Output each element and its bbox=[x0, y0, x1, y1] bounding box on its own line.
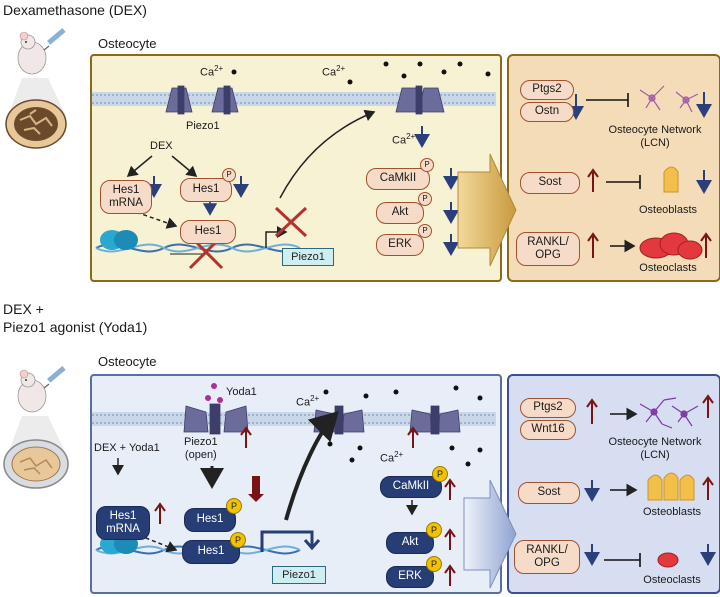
panel2-title: DEX +Piezo1 agonist (Yoda1) bbox=[3, 301, 148, 336]
yoda1-dots bbox=[205, 383, 223, 403]
akt-node: Akt bbox=[386, 532, 434, 554]
decrease-arrow-icon bbox=[146, 92, 712, 256]
phospho-icon: P bbox=[420, 158, 434, 172]
mouse-bone-illustration-dex bbox=[0, 20, 90, 160]
osteocyte-network-icon bbox=[639, 397, 699, 429]
osteoclasts-label: Osteoclasts bbox=[639, 262, 697, 274]
output-arrow-icon bbox=[457, 153, 517, 267]
osteoclasts-label: Osteoclasts bbox=[643, 574, 701, 586]
osteocyte-network-label: Osteocyte Network(LCN) bbox=[608, 436, 702, 462]
dex-label: DEX bbox=[150, 140, 173, 152]
osteoclast-icon bbox=[657, 552, 679, 568]
erk-node: ERK bbox=[386, 566, 434, 588]
rankl-opg-node: RANKL/OPG bbox=[516, 232, 580, 266]
hes1-phospho-node: Hes1 bbox=[180, 178, 232, 202]
phospho-icon: P bbox=[432, 466, 448, 482]
yoda1-label: Yoda1 bbox=[226, 386, 257, 398]
hes1-nuclear-node: Hes1 bbox=[180, 220, 236, 244]
calcium-label: Ca2+ bbox=[322, 64, 346, 79]
osteoblast-icon bbox=[647, 472, 695, 501]
camkii-node: CaMkII bbox=[366, 168, 430, 190]
piezo1-channel-icon bbox=[165, 85, 445, 115]
sost-node: Sost bbox=[520, 172, 580, 194]
osteoblasts-label: Osteoblasts bbox=[642, 506, 702, 518]
sost-node: Sost bbox=[518, 482, 580, 504]
erk-node: ERK bbox=[376, 234, 424, 256]
calcium-dots-1 bbox=[231, 61, 491, 85]
decrease-arrow-icon bbox=[584, 480, 716, 566]
ptgs2-node: Ptgs2 bbox=[520, 398, 576, 418]
akt-node: Akt bbox=[376, 202, 424, 224]
rankl-opg-node: RANKL/OPG bbox=[514, 540, 580, 574]
phospho-icon: P bbox=[230, 532, 246, 548]
osteoblast-icon bbox=[663, 166, 679, 193]
panel1-cell-label: Osteocyte bbox=[98, 36, 157, 51]
calcium-label: Ca2+ bbox=[380, 450, 404, 465]
calcium-label: Ca2+ bbox=[200, 64, 224, 79]
camkii-node: CaMkII bbox=[380, 476, 442, 498]
piezo1-gene-box: Piezo1 bbox=[272, 566, 326, 584]
piezo1-gene-box: Piezo1 bbox=[282, 248, 334, 266]
output-arrow-icon bbox=[463, 479, 517, 589]
piezo1-open-label: Piezo1(open) bbox=[184, 436, 218, 462]
phospho-icon: P bbox=[418, 192, 432, 206]
mouse-bone-illustration-yoda1 bbox=[0, 358, 90, 498]
piezo1-label: Piezo1 bbox=[186, 120, 220, 132]
calcium-label: Ca2+ bbox=[392, 132, 416, 147]
increase-arrow-icon bbox=[154, 394, 714, 586]
hes1-phospho-node: Hes1 bbox=[184, 508, 236, 532]
big-increase-arrow-icon bbox=[248, 476, 264, 502]
osteoclast-icon bbox=[639, 232, 703, 260]
panel2-cell-label: Osteocyte bbox=[98, 354, 157, 369]
phospho-icon: P bbox=[418, 224, 432, 238]
osteoblasts-label: Osteoblasts bbox=[638, 204, 698, 216]
wnt16-node: Wnt16 bbox=[520, 420, 576, 440]
osteocyte-network-label: Osteocyte Network(LCN) bbox=[608, 124, 702, 150]
ptgs2-node: Ptgs2 bbox=[520, 80, 574, 100]
stimulus-label: DEX + Yoda1 bbox=[94, 442, 160, 454]
phospho-icon: P bbox=[426, 556, 442, 572]
osteocyte-network-icon bbox=[639, 85, 699, 113]
calcium-dots-2 bbox=[323, 385, 483, 477]
phospho-icon: P bbox=[426, 522, 442, 538]
calcium-label: Ca2+ bbox=[296, 394, 320, 409]
dna-icon-1 bbox=[95, 226, 301, 255]
increase-arrow-icon bbox=[587, 168, 712, 258]
phospho-icon: P bbox=[226, 498, 242, 514]
phospho-icon: P bbox=[222, 168, 236, 182]
ostn-node: Ostn bbox=[520, 102, 574, 122]
panel1-title: Dexamethasone (DEX) bbox=[3, 2, 147, 18]
